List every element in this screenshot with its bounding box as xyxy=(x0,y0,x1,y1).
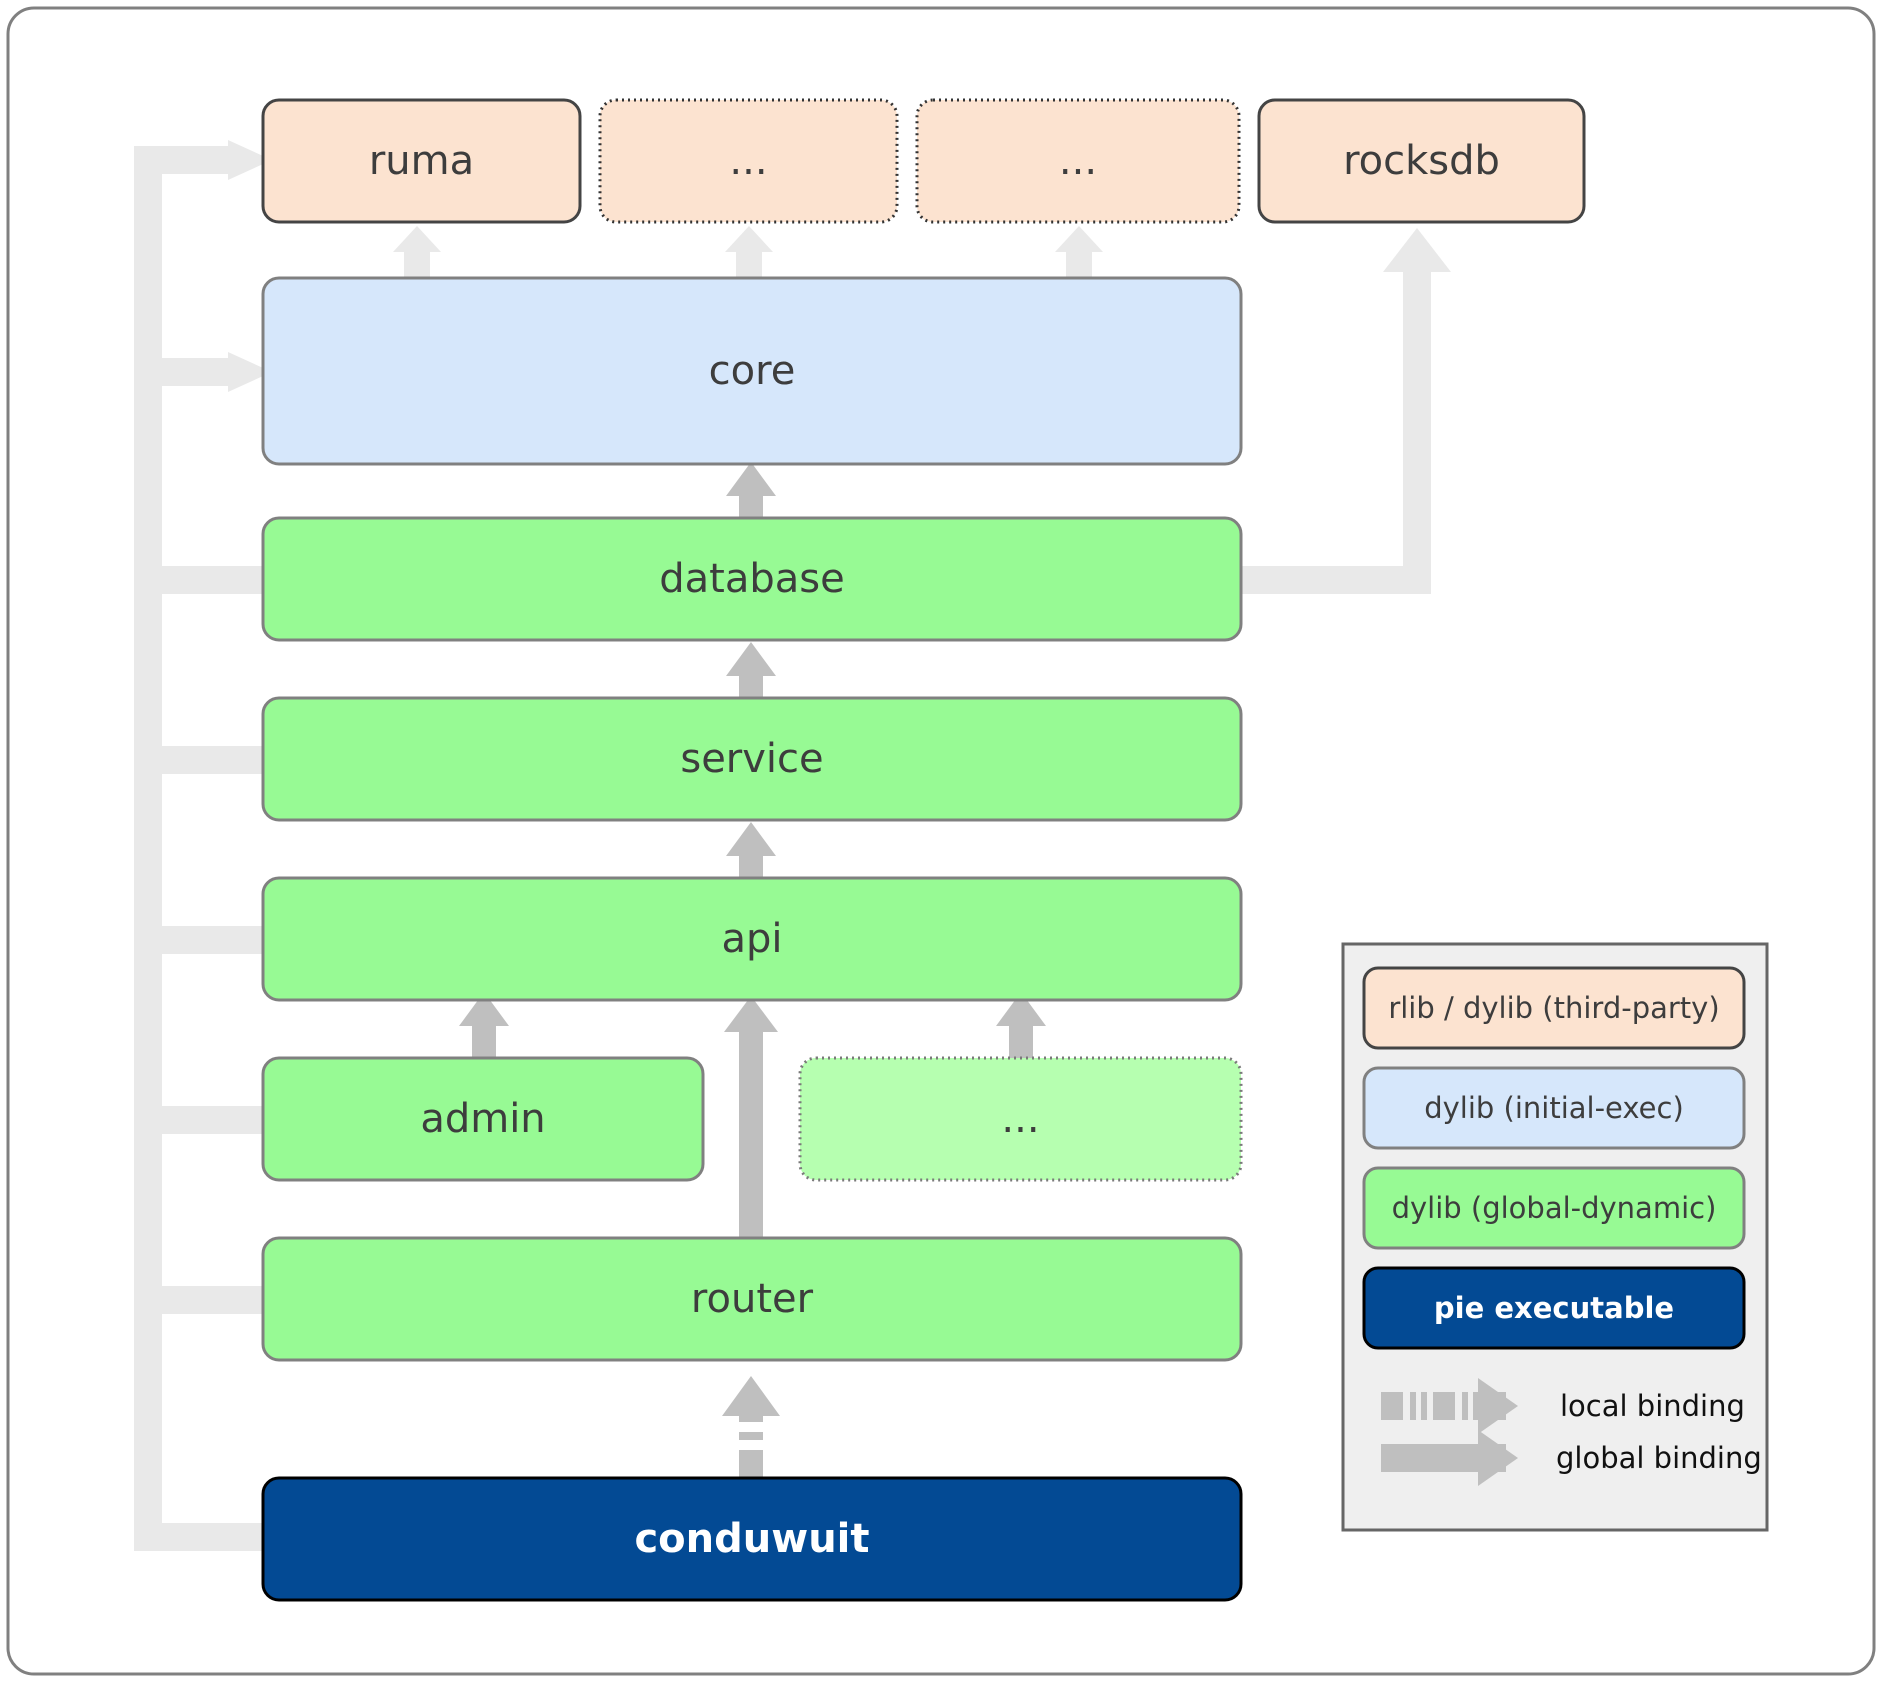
spine-arrowhead-ruma xyxy=(228,140,272,180)
edge-admin-to-api xyxy=(459,992,509,1058)
node-box-api[interactable] xyxy=(261,876,1243,1002)
node-box-admin[interactable] xyxy=(261,1056,705,1182)
spine-branch-database xyxy=(134,566,274,594)
spine-branch-api xyxy=(134,926,274,954)
node-box-service[interactable] xyxy=(261,696,1243,822)
edge-core-to-ruma xyxy=(393,226,441,278)
legend-local-binding-arrow-icon xyxy=(1381,1378,1518,1434)
local-binding-arrows-top xyxy=(393,226,1451,594)
node-box-dots-gd[interactable] xyxy=(798,1056,1243,1182)
node-box-dots-tp-2[interactable] xyxy=(915,98,1241,224)
local-binding-spine xyxy=(134,140,274,1551)
node-box-database[interactable] xyxy=(261,516,1243,642)
legend-label-global-binding: global binding xyxy=(1556,1441,1762,1475)
legend-label-pie: pie executable xyxy=(1433,1291,1675,1325)
spine-branch-admin xyxy=(134,1106,274,1134)
node-box-router[interactable] xyxy=(261,1236,1243,1362)
legend-swatch-third-party[interactable] xyxy=(1362,966,1746,1050)
spine-branch-service xyxy=(134,746,274,774)
legend-label-initial-exec: dylib (initial-exec) xyxy=(1424,1091,1684,1125)
edge-dots-to-api xyxy=(996,992,1046,1058)
legend-label-global-dynamic: dylib (global-dynamic) xyxy=(1391,1191,1717,1225)
edge-service-to-database xyxy=(726,642,776,698)
edge-api-to-service xyxy=(726,822,776,878)
node-box-ruma[interactable] xyxy=(261,98,582,224)
node-box-rocksdb[interactable] xyxy=(1257,98,1586,224)
spine-branch-router xyxy=(134,1286,274,1314)
node-box-dots-tp-1[interactable] xyxy=(598,98,899,224)
legend-label-third-party: rlib / dylib (third-party) xyxy=(1388,991,1720,1025)
legend-global-binding-arrow-icon xyxy=(1381,1430,1518,1486)
edge-router-to-api xyxy=(724,996,778,1238)
node-boxes xyxy=(261,98,1586,1602)
edge-conduwuit-to-router xyxy=(722,1376,780,1478)
legend-panel xyxy=(1341,942,1769,1532)
edge-core-to-dots1 xyxy=(725,226,773,278)
global-binding-arrows xyxy=(459,462,1046,1478)
spine-trunk xyxy=(134,146,162,1551)
edge-core-to-dots2 xyxy=(1055,226,1103,278)
spine-branch-core xyxy=(134,358,234,386)
node-box-conduwuit[interactable] xyxy=(261,1476,1243,1602)
legend-swatch-pie[interactable] xyxy=(1362,1266,1746,1350)
spine-arrowhead-core xyxy=(228,352,272,392)
spine-to-conduwuit xyxy=(134,1523,274,1551)
legend-label-local-binding: local binding xyxy=(1560,1389,1745,1423)
edge-database-to-core xyxy=(726,462,776,518)
legend-swatch-initial-exec[interactable] xyxy=(1362,1066,1746,1150)
edge-database-to-rocksdb xyxy=(1241,228,1451,594)
legend-swatch-global-dynamic[interactable] xyxy=(1362,1166,1746,1250)
node-box-core[interactable] xyxy=(261,276,1243,466)
spine-branch-ruma xyxy=(134,146,234,174)
